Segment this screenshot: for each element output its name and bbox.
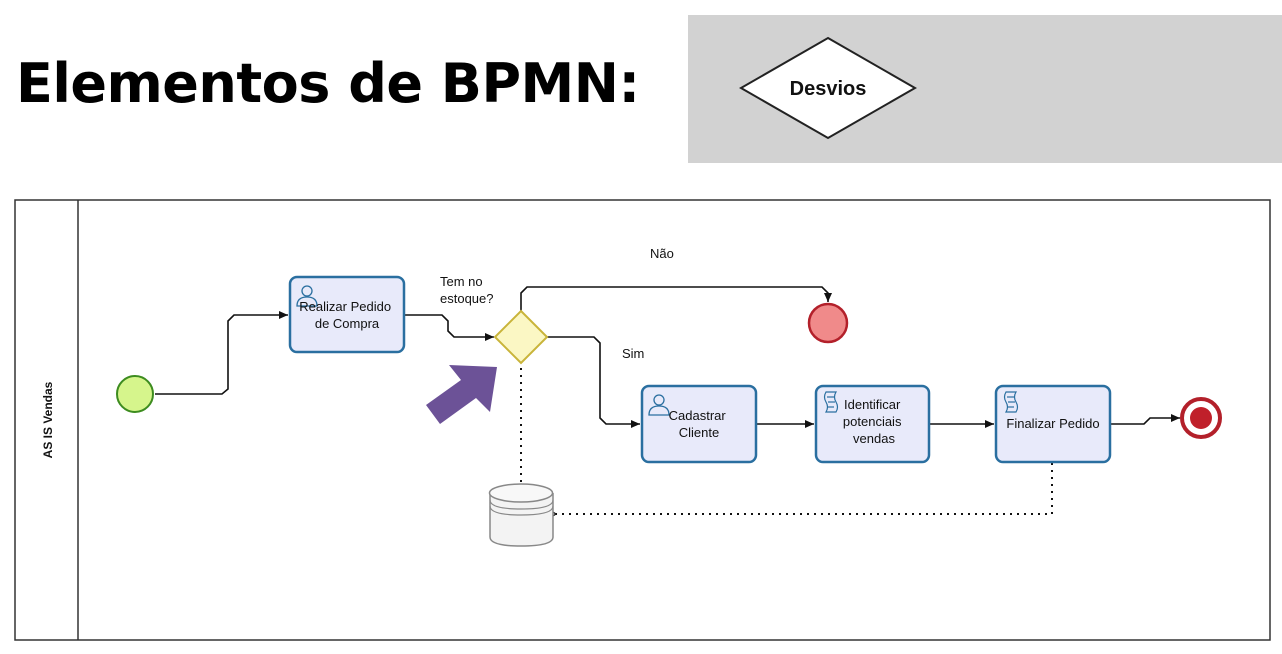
- task-label: Identificar potenciais vendas: [843, 397, 905, 446]
- task-cadastrar-cliente[interactable]: Cadastrar Cliente: [640, 384, 758, 464]
- flow-label-yes: Sim: [622, 346, 644, 361]
- task-realizar-pedido[interactable]: Realizar Pedido de Compra: [288, 275, 406, 354]
- user-task-icon: [648, 394, 670, 416]
- lane-label: AS IS Vendas: [41, 381, 55, 458]
- data-associations: [520, 361, 1053, 520]
- slide-title: Elementos de BPMN:: [16, 52, 640, 115]
- flow-gateway-to-end-no: [520, 286, 832, 311]
- gateway-question-line: estoque?: [440, 291, 494, 306]
- highlight-arrow-icon: [426, 365, 497, 424]
- task-label: Realizar Pedido de Compra: [299, 299, 394, 331]
- association-finalizar-to-datastore: [547, 463, 1053, 520]
- task-identificar-vendas[interactable]: Identificar potenciais vendas: [814, 384, 931, 464]
- data-store-icon[interactable]: [488, 483, 554, 547]
- user-task-icon: [296, 285, 318, 307]
- task-label: Finalizar Pedido: [1006, 416, 1099, 431]
- end-event-no[interactable]: [807, 302, 849, 344]
- legend-gateway-shape: Desvios: [738, 36, 918, 140]
- task-label: Cadastrar Cliente: [669, 408, 730, 440]
- flow-start-to-realizar: [155, 311, 288, 395]
- flow-finalizar-to-end: [1110, 414, 1180, 425]
- sequence-flows: [155, 286, 1180, 428]
- end-event-final[interactable]: [1180, 397, 1222, 439]
- start-event[interactable]: [116, 375, 154, 413]
- gateway-question-line: Tem no: [440, 274, 483, 289]
- flow-gateway-to-cadastrar-yes: [547, 336, 640, 428]
- flow-label-no: Não: [650, 246, 674, 261]
- legend-gateway-label: Desvios: [790, 78, 867, 100]
- script-task-icon: [1003, 391, 1019, 413]
- gateway-question: Tem no estoque?: [440, 274, 494, 306]
- flow-realizar-to-gateway: [404, 314, 494, 341]
- script-task-icon: [823, 391, 839, 413]
- exclusive-gateway[interactable]: [493, 309, 549, 365]
- task-finalizar-pedido[interactable]: Finalizar Pedido: [994, 384, 1112, 464]
